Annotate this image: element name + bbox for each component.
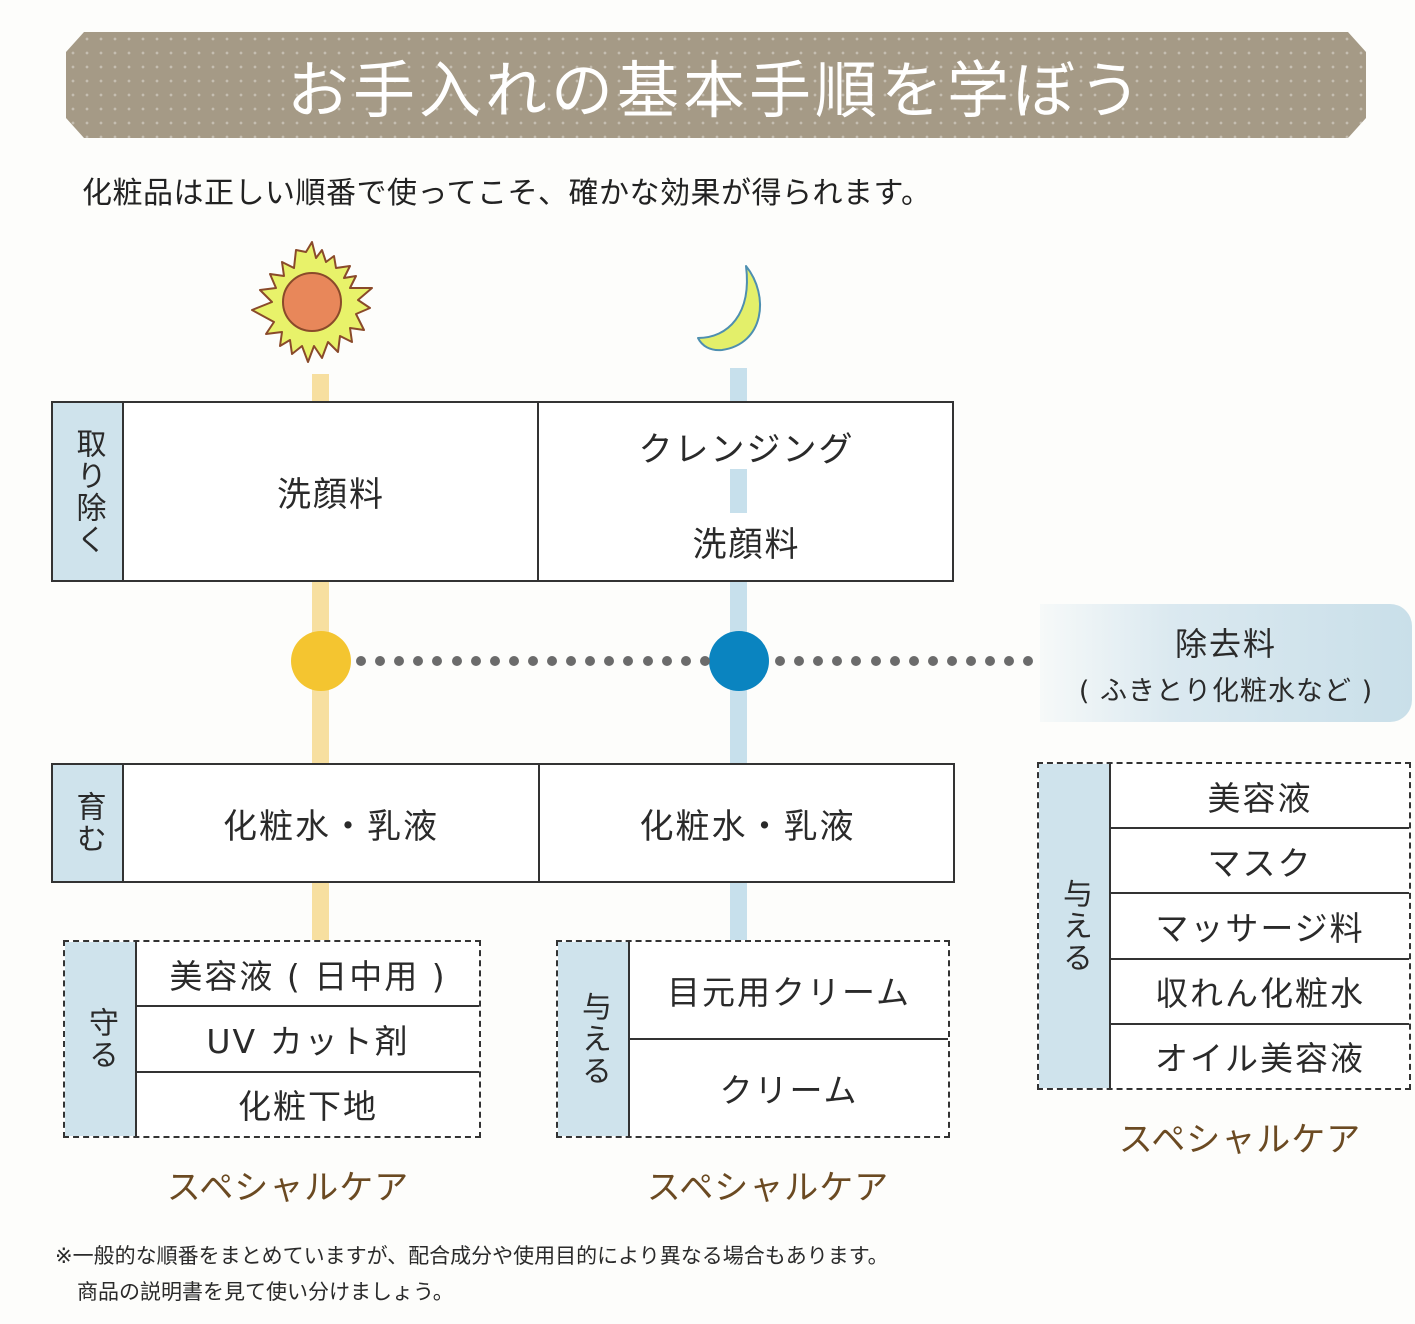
connector-dot xyxy=(623,656,634,666)
special-care-caption: スペシャルケア xyxy=(166,1168,410,1208)
remover-callout: 除去料 ( ふきとり化粧水など ) xyxy=(1040,604,1412,722)
step-label-remove: 取り除く xyxy=(53,403,124,580)
special-care-label-text: 守る xyxy=(83,1007,118,1071)
connector-dot xyxy=(966,656,976,666)
night-inner-connector xyxy=(730,469,747,513)
step-label-text: 取り除く xyxy=(70,427,106,556)
moon-icon xyxy=(697,265,761,352)
connector-dot xyxy=(394,656,405,666)
special-care-label: 与える xyxy=(1039,764,1111,1088)
connector-dot xyxy=(508,656,519,666)
special-care-day-list: 美容液 ( 日中用 ) UV カット剤 化粧下地 xyxy=(137,942,479,1136)
day-step-dot xyxy=(291,631,351,691)
night-timeline-segment xyxy=(730,368,747,402)
connector-dot xyxy=(870,656,881,666)
night-nurture-cell: 化粧水・乳液 xyxy=(639,806,856,847)
connector-dot xyxy=(432,656,443,666)
night-cleansing-cell: クレンジング xyxy=(638,429,855,470)
title-banner: お手入れの基本手順を学ぼう xyxy=(66,32,1366,138)
connector-dot xyxy=(889,656,900,666)
connector-dot xyxy=(661,656,672,666)
list-item: マッサージ料 xyxy=(1111,894,1409,960)
footnote: ※一般的な順番をまとめていますが、配合成分や使用目的により異なる場合もあります。… xyxy=(55,1238,889,1310)
list-item: オイル美容液 xyxy=(1155,1039,1365,1079)
night-facewash-cell: 洗顔料 xyxy=(692,524,801,565)
remover-subtitle: ( ふきとり化粧水など ) xyxy=(1078,675,1374,707)
connector-dot xyxy=(985,656,996,666)
connector-dot xyxy=(413,656,424,666)
connector-dot xyxy=(547,656,557,666)
special-care-label: 守る xyxy=(65,942,137,1136)
connector-dot xyxy=(585,656,596,666)
footnote-line-2: 商品の説明書を見て使い分けましょう。 xyxy=(77,1280,454,1304)
connector-dot xyxy=(1004,656,1015,666)
remover-title: 除去料 xyxy=(1174,624,1277,663)
list-item: クリーム xyxy=(719,1071,859,1110)
connector-dot xyxy=(699,656,710,666)
connector-dot xyxy=(566,656,577,666)
step-label-text: 育む xyxy=(70,791,106,855)
special-care-night-box: 与える 目元用クリーム クリーム xyxy=(556,940,950,1138)
list-item: 収れん化粧水 xyxy=(1111,960,1409,1025)
list-item: 化粧下地 xyxy=(238,1087,378,1127)
day-nurture-cell: 化粧水・乳液 xyxy=(223,806,439,847)
remove-step-box: 取り除く 洗顔料 クレンジング 洗顔料 xyxy=(51,401,954,582)
list-item: 美容液 xyxy=(1111,764,1409,830)
connector-dot xyxy=(489,656,500,666)
footnote-line-1: ※一般的な順番をまとめていますが、配合成分や使用目的により異なる場合もあります。 xyxy=(55,1244,889,1268)
list-item: 目元用クリーム xyxy=(630,942,948,1040)
day-timeline-segment xyxy=(312,374,329,402)
column-divider xyxy=(537,403,539,580)
connector-dot xyxy=(680,656,691,666)
special-care-caption: スペシャルケア xyxy=(1118,1120,1362,1160)
special-care-label-text: 与える xyxy=(576,991,611,1087)
nurture-step-box: 育む 化粧水・乳液 化粧水・乳液 xyxy=(51,763,955,883)
connector-dot xyxy=(356,656,366,666)
connector-dot xyxy=(832,656,843,666)
connector-dot xyxy=(470,656,481,666)
connector-dot xyxy=(642,656,653,666)
connector-dot xyxy=(813,656,824,666)
connector-dot xyxy=(527,656,538,666)
connector-dot xyxy=(794,656,805,666)
special-care-label-text: 与える xyxy=(1057,878,1092,974)
connector-dot xyxy=(908,656,919,666)
connector-dot xyxy=(775,656,785,666)
connector-dot xyxy=(451,656,462,666)
special-care-label: 与える xyxy=(558,942,630,1136)
night-step-dot xyxy=(709,631,769,691)
connector-dot xyxy=(946,656,957,666)
connector-dot xyxy=(851,656,862,666)
connector-dot xyxy=(604,656,615,666)
special-care-caption: スペシャルケア xyxy=(646,1168,890,1208)
connector-dot xyxy=(1023,656,1034,666)
page-subtitle: 化粧品は正しい順番で使ってこそ、確かな効果が得られます。 xyxy=(82,176,932,211)
connector-dot xyxy=(927,656,938,666)
list-item: 美容液 ( 日中用 ) xyxy=(137,942,479,1008)
page-title: お手入れの基本手順を学ぼう xyxy=(286,54,1145,127)
special-care-extra-box: 与える 美容液 マスク マッサージ料 収れん化粧水 オイル美容液 xyxy=(1037,762,1411,1090)
connector-dot xyxy=(375,656,386,666)
special-care-day-box: 守る 美容液 ( 日中用 ) UV カット剤 化粧下地 xyxy=(63,940,481,1138)
sun-icon xyxy=(251,241,373,363)
step-label-nurture: 育む xyxy=(53,765,124,881)
list-item: マスク xyxy=(1111,829,1409,895)
special-care-night-list: 目元用クリーム クリーム xyxy=(630,942,948,1136)
day-remove-cell: 洗顔料 xyxy=(277,475,385,515)
day-timeline-segment xyxy=(312,882,329,940)
night-timeline-segment xyxy=(730,882,747,940)
column-divider xyxy=(538,765,540,881)
list-item: UV カット剤 xyxy=(137,1007,479,1073)
special-care-extra-list: 美容液 マスク マッサージ料 収れん化粧水 オイル美容液 xyxy=(1111,764,1409,1088)
